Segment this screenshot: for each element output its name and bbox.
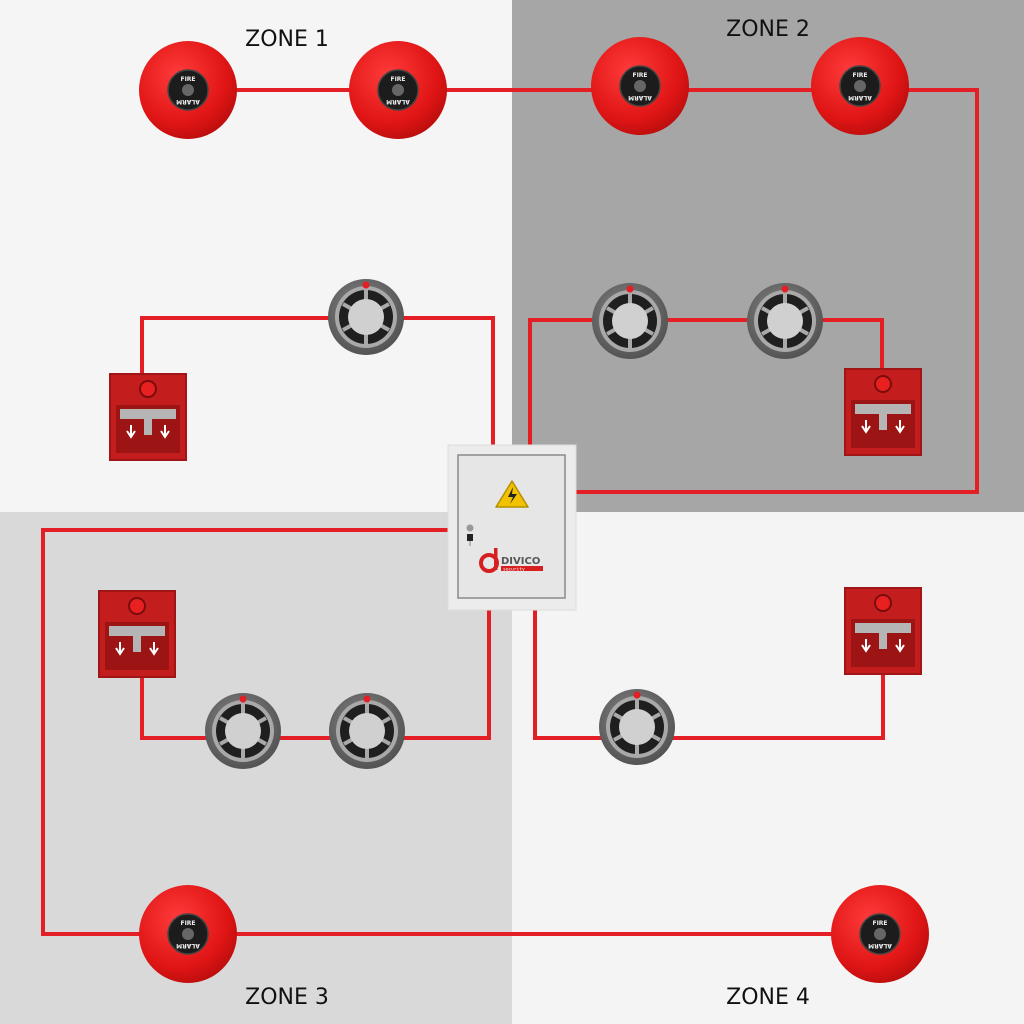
fire-alarm-bell-icon: FIRE ALARM bbox=[139, 41, 237, 139]
zone-1-label: ZONE 1 bbox=[245, 27, 329, 52]
fire-alarm-control-panel: DIVICO security bbox=[447, 444, 577, 611]
brand-text: DIVICO bbox=[501, 556, 540, 567]
smoke-detector-icon bbox=[745, 281, 825, 361]
zone-4-label: ZONE 4 bbox=[726, 985, 810, 1010]
divico-logo: DIVICO security bbox=[479, 548, 543, 573]
bell-bottom-text: ALARM bbox=[386, 98, 410, 105]
fire-alarm-bell-icon: FIRE ALARM bbox=[811, 37, 909, 135]
smoke-detector-icon bbox=[326, 277, 406, 357]
manual-call-point-icon bbox=[109, 373, 187, 461]
bell-bottom-text: ALARM bbox=[868, 942, 892, 949]
smoke-detector-icon bbox=[203, 691, 283, 771]
bell-circuit-top bbox=[188, 88, 979, 494]
bell-bottom-text: ALARM bbox=[848, 94, 872, 101]
fire-alarm-bell-icon: FIRE ALARM bbox=[591, 37, 689, 135]
bell-top-text: FIRE bbox=[872, 920, 887, 927]
manual-call-point-icon bbox=[844, 368, 922, 456]
manual-call-point-icon bbox=[844, 587, 922, 675]
zone-4-area bbox=[512, 512, 1024, 1024]
fire-alarm-bell-icon: FIRE ALARM bbox=[831, 885, 929, 983]
bell-bottom-text: ALARM bbox=[176, 98, 200, 105]
zone-2-loop bbox=[528, 318, 884, 445]
subbrand-text: security bbox=[503, 567, 525, 573]
fire-alarm-bell-icon: FIRE ALARM bbox=[349, 41, 447, 139]
zone-3-loop bbox=[140, 610, 491, 740]
bell-bottom-text: ALARM bbox=[628, 94, 652, 101]
bell-bottom-text: ALARM bbox=[176, 942, 200, 949]
zone-4-loop bbox=[533, 610, 885, 740]
fire-alarm-bell-icon: FIRE ALARM bbox=[139, 885, 237, 983]
bell-top-text: FIRE bbox=[852, 72, 867, 79]
bell-top-text: FIRE bbox=[390, 76, 405, 83]
lock-icon[interactable] bbox=[466, 524, 474, 547]
bell-top-text: FIRE bbox=[180, 76, 195, 83]
high-voltage-icon bbox=[495, 480, 529, 508]
zone-3-label: ZONE 3 bbox=[245, 985, 329, 1010]
smoke-detector-icon bbox=[597, 687, 677, 767]
bell-circuit-bottom bbox=[41, 528, 880, 936]
zone-2-label: ZONE 2 bbox=[726, 17, 810, 42]
manual-call-point-icon bbox=[98, 590, 176, 678]
zone-1-loop bbox=[140, 316, 495, 445]
smoke-detector-icon bbox=[590, 281, 670, 361]
bell-top-text: FIRE bbox=[632, 72, 647, 79]
bell-top-text: FIRE bbox=[180, 920, 195, 927]
smoke-detector-icon bbox=[327, 691, 407, 771]
zone-3-area bbox=[0, 512, 512, 1024]
zone-2-area bbox=[512, 0, 1024, 512]
